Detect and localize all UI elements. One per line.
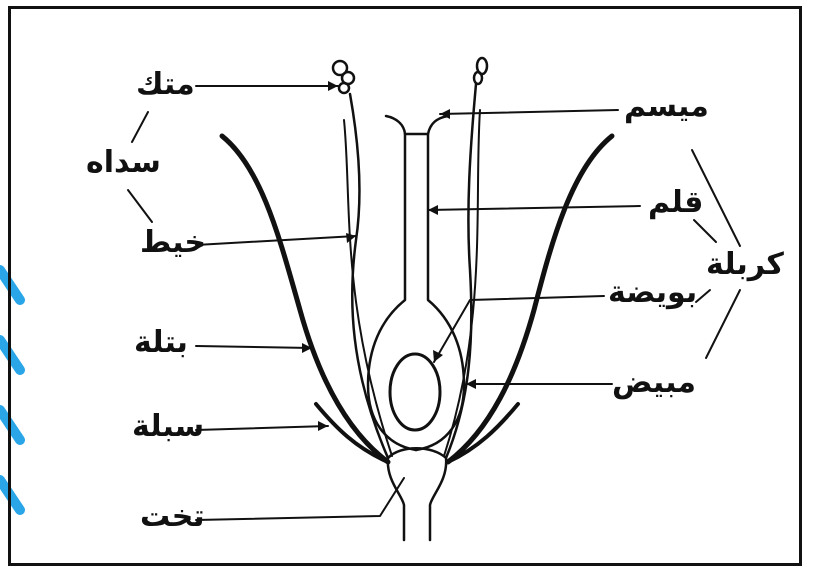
arrowhead-anther xyxy=(328,81,338,91)
label-anther: متك xyxy=(136,70,195,100)
leader-stamen-top xyxy=(132,112,148,142)
anther-right xyxy=(474,58,487,84)
label-stamen: سداه xyxy=(86,148,161,178)
leader-carpel-2 xyxy=(694,220,716,242)
label-ovary: مبيض xyxy=(612,368,696,398)
arrowhead-style xyxy=(428,205,438,215)
label-receptacle: تخت xyxy=(140,502,205,532)
leader-carpel-4 xyxy=(706,290,740,358)
filament-right xyxy=(446,84,476,458)
arrowhead-sepal xyxy=(318,421,328,431)
petal-left xyxy=(222,136,388,462)
leader-carpel-3 xyxy=(696,290,710,302)
leader-sepal xyxy=(196,426,328,430)
leader-stigma xyxy=(440,110,618,114)
leader-style xyxy=(428,206,640,210)
leader-receptacle xyxy=(196,478,404,520)
leader-petal xyxy=(196,346,312,348)
receptacle-shape xyxy=(388,448,446,540)
label-stigma: ميسم xyxy=(624,92,709,122)
arrowhead-ovule xyxy=(433,350,443,362)
label-filament: خيط xyxy=(140,228,206,258)
anther-left xyxy=(333,61,354,93)
label-style: قلم xyxy=(648,188,703,218)
label-petal: بتلة xyxy=(134,328,188,358)
ovule-shape xyxy=(390,354,440,430)
stigma xyxy=(386,116,448,134)
label-carpel: كربلة xyxy=(706,250,784,280)
label-ovule: بويضة xyxy=(608,278,697,308)
label-sepal: سبلة xyxy=(132,412,204,442)
leader-stamen-bottom xyxy=(128,190,152,222)
